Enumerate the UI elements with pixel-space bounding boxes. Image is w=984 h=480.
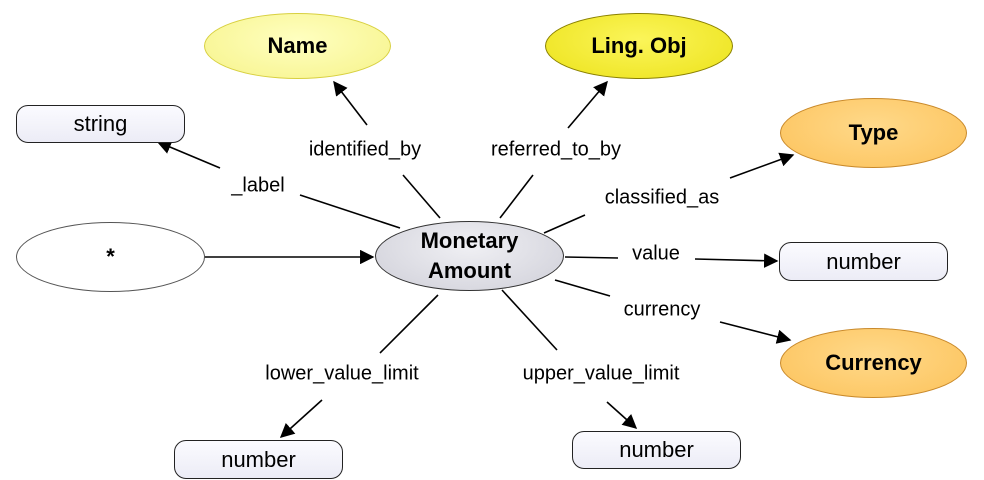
edge-upper-value-limit-upper [501, 289, 558, 351]
node-star: * [16, 222, 205, 292]
edge-label-upper-value-limit: upper_value_limit [518, 362, 684, 386]
node-currency-label: Currency [825, 350, 922, 375]
edge-label-label: _label [227, 174, 289, 198]
edge-currency-lower [554, 279, 611, 297]
edge-label-classified-as: classified_as [600, 186, 724, 210]
node-number-upper: number [572, 431, 741, 469]
node-monetary-amount: Monetary Amount [375, 221, 564, 291]
node-number-lower: number [174, 440, 343, 479]
node-type-label: Type [848, 120, 899, 145]
edge-label-value: value [628, 242, 684, 266]
edge-label-currency: currency [619, 298, 705, 322]
node-monetary-amount-line2: Amount [427, 258, 512, 283]
edge-lower-value-limit-upper [379, 294, 439, 354]
node-name-label: Name [267, 33, 328, 58]
edge-upper-value-limit-lower [606, 401, 638, 429]
edge-lower-value-limit-lower [279, 399, 323, 438]
node-ling-obj: Ling. Obj [545, 13, 733, 79]
edge-classified-as-lower [543, 214, 586, 234]
node-string-label: string [73, 111, 128, 136]
edge-label-lower-value-limit: lower_value_limit [261, 362, 423, 386]
edge-value-upper [694, 253, 779, 268]
node-star-label: * [106, 244, 115, 269]
edge-currency-upper [719, 321, 792, 344]
node-name: Name [204, 13, 391, 79]
edge-classified-as-upper [729, 152, 795, 179]
node-currency: Currency [780, 328, 967, 398]
edge-identified-by-upper [333, 80, 368, 126]
edge-value-lower [564, 256, 619, 259]
edge-label-upper [156, 140, 221, 169]
edge-label-lower [299, 194, 401, 229]
node-number-value-label: number [826, 248, 901, 274]
edge-referred-to-by-lower [499, 174, 534, 219]
edge-referred-to-by-upper [567, 80, 608, 129]
node-number-value: number [779, 242, 948, 281]
edge-identified-by-lower [402, 174, 441, 219]
node-string: string [16, 105, 185, 143]
node-monetary-amount-line1: Monetary [420, 228, 519, 253]
node-number-lower-label: number [221, 446, 296, 472]
edge-label-referred-to-by: referred_to_by [486, 138, 626, 162]
node-ling-obj-label: Ling. Obj [591, 33, 687, 58]
node-type: Type [780, 98, 967, 168]
node-number-upper-label: number [619, 437, 694, 462]
edge-label-identified-by: identified_by [304, 138, 426, 162]
